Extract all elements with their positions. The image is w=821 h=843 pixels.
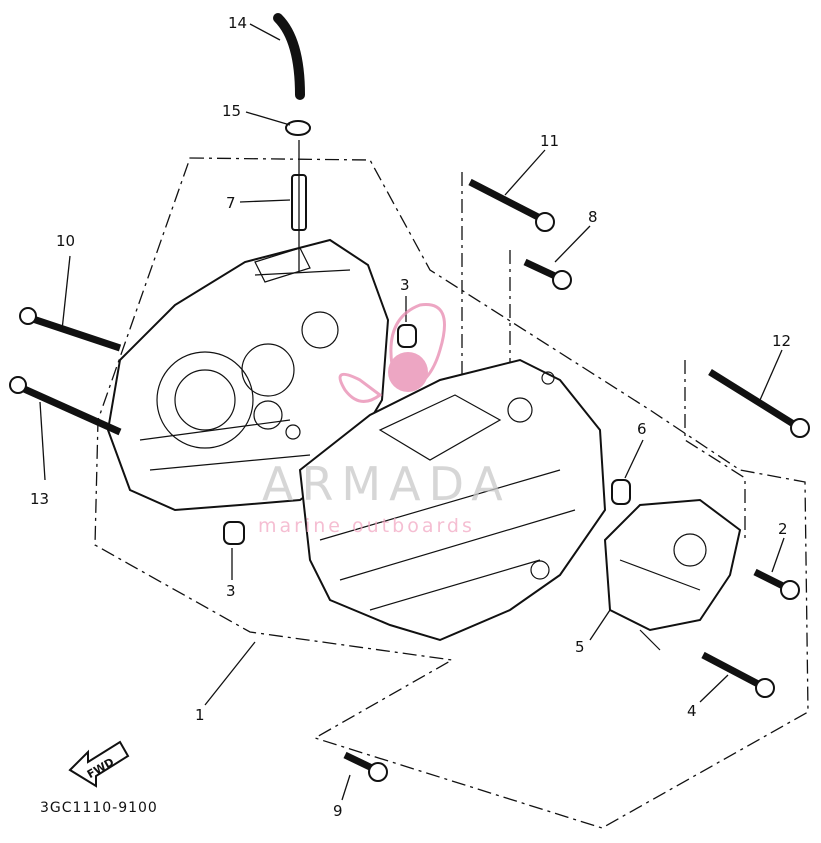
bolt-group-outline-12 <box>684 360 746 540</box>
dowel-pin-upper <box>397 324 417 348</box>
bolt-12 <box>708 369 810 438</box>
callout-14: 14 <box>228 14 247 32</box>
callout-15: 15 <box>222 102 241 120</box>
callout-8: 8 <box>588 208 598 226</box>
bolt-11 <box>468 178 555 232</box>
crankcase-left-half <box>106 238 390 512</box>
watermark: ARMADA marine outboards <box>258 303 511 537</box>
hose-clamp <box>285 120 311 136</box>
drawing-code: 3GC1110-9100 <box>40 800 158 816</box>
callout-6: 6 <box>637 420 647 438</box>
callout-9: 9 <box>333 802 343 820</box>
bolt-4 <box>701 651 775 698</box>
callout-3-lower: 3 <box>226 582 236 600</box>
callout-11: 11 <box>540 132 559 150</box>
callout-12: 12 <box>772 332 791 350</box>
dowel-pin-cover <box>611 479 631 505</box>
fwd-arrow-icon: FWD <box>68 740 130 788</box>
callout-5: 5 <box>575 638 585 656</box>
callout-7: 7 <box>226 194 236 212</box>
callout-13: 13 <box>30 490 49 508</box>
watermark-brand: ARMADA <box>262 457 511 511</box>
assembly-outline <box>94 157 809 829</box>
crankcase-right-half <box>298 358 607 642</box>
leader-lines <box>39 23 785 801</box>
callout-2: 2 <box>778 520 788 538</box>
callout-4: 4 <box>687 702 697 720</box>
bolt-10 <box>19 307 122 352</box>
callout-3-upper: 3 <box>400 276 410 294</box>
watermark-tagline: marine outboards <box>258 515 475 537</box>
bolt-8 <box>523 258 572 290</box>
watermark-dot <box>388 352 428 392</box>
bolt-9 <box>343 751 388 782</box>
callout-1: 1 <box>195 706 205 724</box>
crankcase-cover <box>603 498 742 651</box>
bolt-13 <box>9 376 122 436</box>
callout-10: 10 <box>56 232 75 250</box>
dowel-pin-lower <box>223 521 245 545</box>
hose-outline <box>277 17 301 96</box>
bolt-2 <box>753 568 800 600</box>
